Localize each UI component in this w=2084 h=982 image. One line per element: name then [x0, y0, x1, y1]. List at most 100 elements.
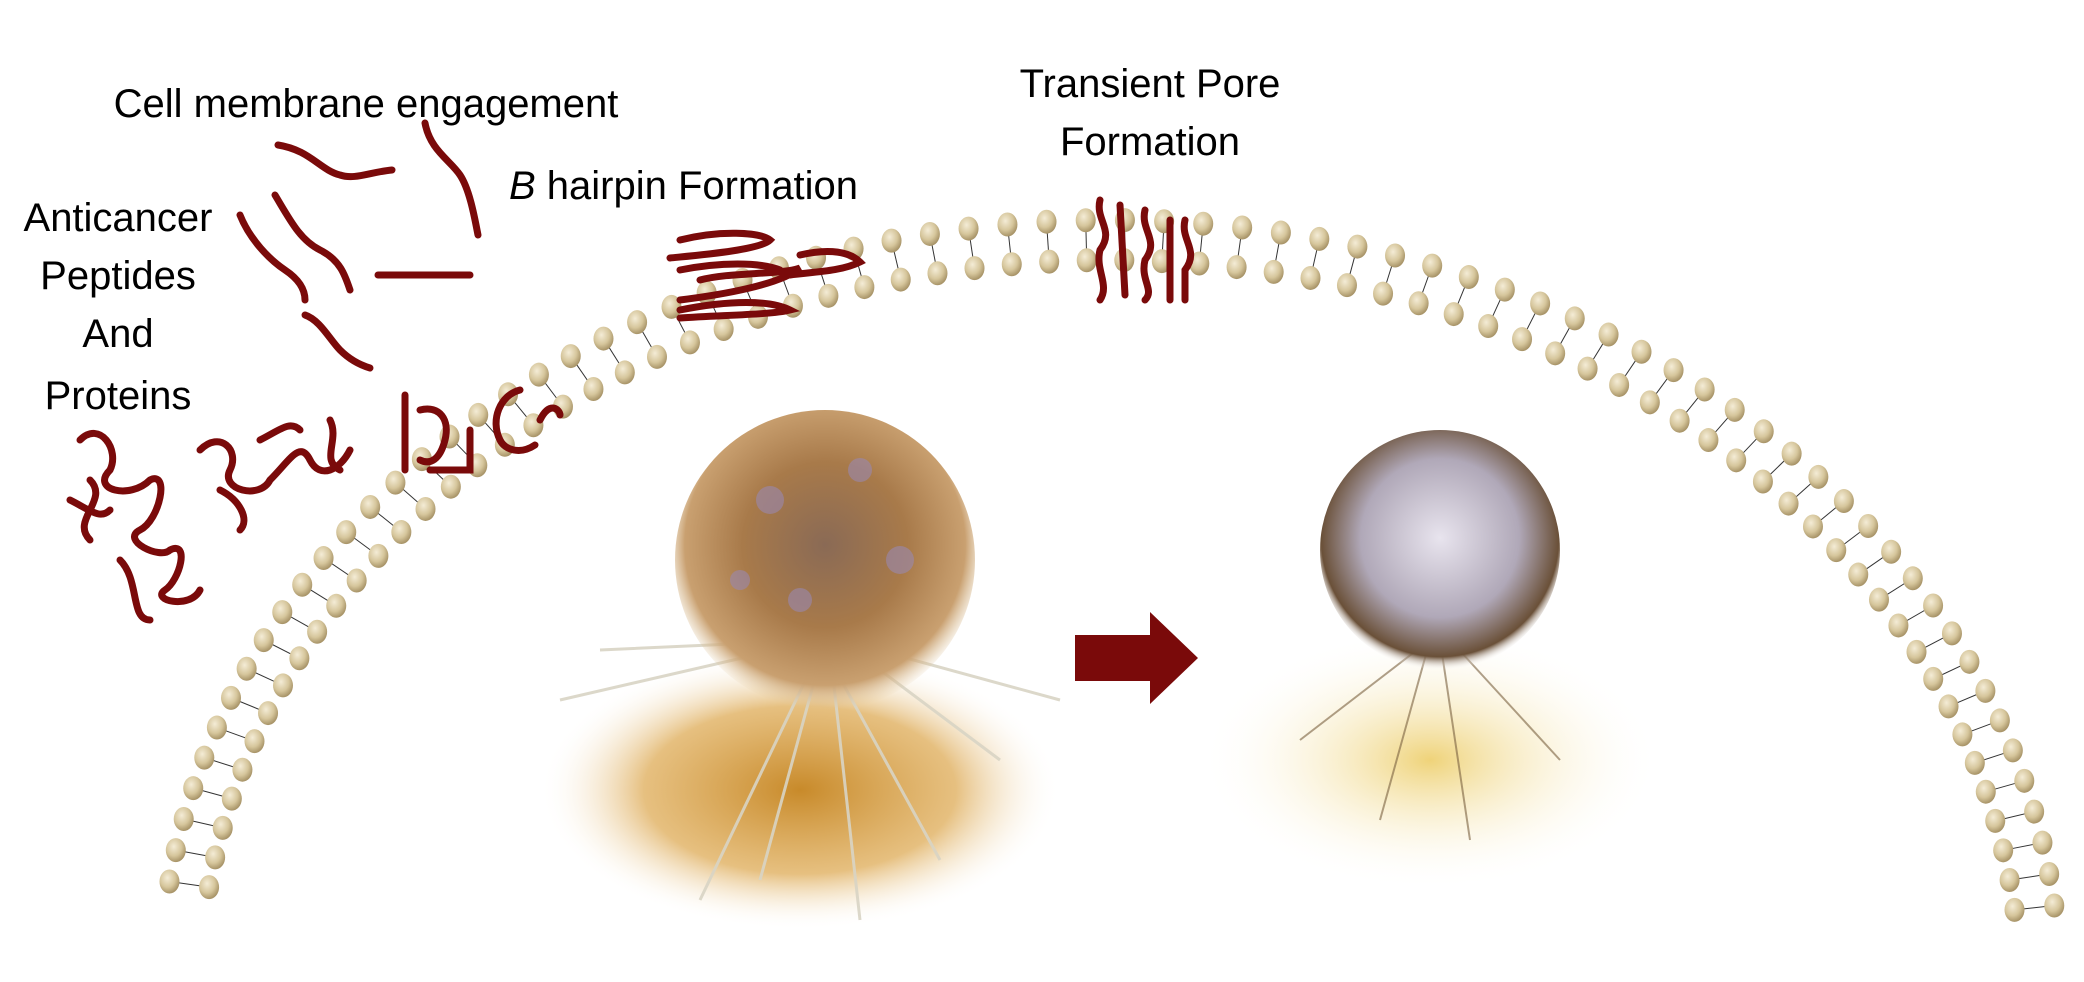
lipid-head — [1373, 281, 1394, 306]
lipid-head — [1494, 277, 1515, 302]
label-anticancer: Anticancer — [23, 196, 213, 240]
lipid-head — [440, 474, 461, 499]
lipid-head — [336, 520, 357, 545]
lipid-head — [289, 646, 310, 671]
lipid-head — [360, 494, 381, 519]
lipid-head — [2044, 893, 2065, 918]
lipid-head — [1458, 265, 1479, 290]
lipid-head — [313, 546, 334, 571]
lipid-head — [1724, 397, 1745, 422]
lipid-head — [1530, 291, 1551, 316]
lipid-head — [1639, 390, 1660, 415]
lipid-head — [919, 221, 940, 246]
lipid-head — [1631, 339, 1652, 364]
lipid-head — [1833, 489, 1854, 514]
lipid-head — [1698, 428, 1719, 453]
lipid-head — [1347, 234, 1368, 259]
lipid-head — [1858, 514, 1879, 539]
lipid-head — [1263, 259, 1284, 284]
label-transient-pore: Transient Pore — [1019, 62, 1281, 106]
lipid-head — [415, 496, 436, 521]
lipid-head — [583, 377, 604, 402]
lipid-head — [713, 317, 734, 342]
lipid-head — [661, 294, 682, 319]
label-and: And — [82, 312, 154, 356]
lipid-head — [1752, 469, 1773, 494]
lipid-head — [528, 362, 549, 387]
lipid-head — [1564, 306, 1585, 331]
lipid-head — [205, 845, 226, 870]
label-b-hairpin-rest: hairpin Formation — [535, 164, 859, 208]
lipid-head — [854, 275, 875, 300]
lipid-head — [159, 869, 180, 894]
lipid-head — [2032, 830, 2053, 855]
lipid-head — [1808, 464, 1829, 489]
lipid-head — [1669, 408, 1690, 433]
lipid-head — [1726, 448, 1747, 473]
lipid-head — [1906, 639, 1927, 664]
lipid-head — [1075, 208, 1096, 233]
lipid-head — [221, 786, 242, 811]
lipid-head — [614, 360, 635, 385]
lipid-head — [307, 619, 328, 644]
lipid-head — [1999, 868, 2020, 893]
lipid-head — [1902, 566, 1923, 591]
lipid-head — [272, 600, 293, 625]
lipid-head — [997, 212, 1018, 237]
lipid-head — [1975, 678, 1996, 703]
arrow-icon — [1075, 612, 1198, 704]
lipid-head — [206, 715, 227, 740]
lipid-head — [1036, 209, 1057, 234]
lipid-head — [1663, 358, 1684, 383]
lipid-head — [1226, 255, 1247, 280]
lipid-head — [1300, 265, 1321, 290]
lipid-head — [1193, 211, 1214, 236]
lipid-head — [253, 628, 274, 653]
lipid-head — [292, 572, 313, 597]
lipid-head — [326, 593, 347, 618]
lipid-head — [1545, 341, 1566, 366]
lipid-head — [1923, 593, 1944, 618]
lipid-head — [2002, 738, 2023, 763]
lipid-head — [818, 283, 839, 308]
lipid-head — [1270, 220, 1291, 245]
peptides — [66, 119, 1195, 624]
label-peptides: Peptides — [40, 254, 196, 298]
lipid-head — [1975, 779, 1996, 804]
lipid-head — [183, 776, 204, 801]
lipid-head — [1001, 252, 1022, 277]
lipid-head — [964, 256, 985, 281]
lipid-head — [593, 326, 614, 351]
lipid-head — [1753, 419, 1774, 444]
lipid-head — [1478, 314, 1499, 339]
lipid-head — [1512, 327, 1533, 352]
lipid-head — [2024, 799, 2045, 824]
lipid-head — [232, 757, 253, 782]
lipid-head — [368, 543, 389, 568]
lipid-head — [1848, 562, 1869, 587]
lipid-head — [927, 261, 948, 286]
lipid-head — [1577, 356, 1598, 381]
lipid-head — [1881, 539, 1902, 564]
lipid-head — [1385, 243, 1406, 268]
lipid-head — [1959, 649, 1980, 674]
lipid-head — [165, 838, 186, 863]
lipid-head — [1336, 273, 1357, 298]
lipid-head — [1826, 538, 1847, 563]
lipid-head — [1609, 372, 1630, 397]
lipid-head — [1989, 708, 2010, 733]
lipid-head — [194, 745, 215, 770]
lipid-head — [1232, 215, 1253, 240]
lipid-head — [385, 470, 406, 495]
lipid-head — [244, 729, 265, 754]
lipid-head — [679, 330, 700, 355]
lipid-head — [258, 701, 279, 726]
lipid-head — [890, 267, 911, 292]
lipid-head — [1888, 613, 1909, 638]
lipid-head — [1952, 722, 1973, 747]
label-b-hairpin-formation: B hairpin Formation — [509, 166, 858, 206]
lipid-head — [236, 656, 257, 681]
lipid-head — [1802, 514, 1823, 539]
